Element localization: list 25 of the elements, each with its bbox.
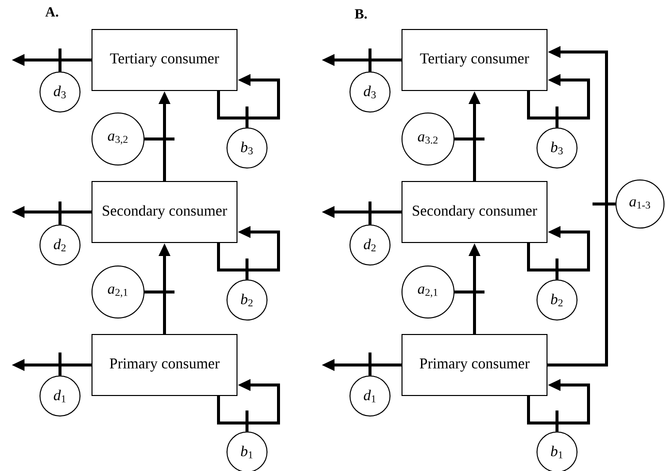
leader-line	[454, 138, 484, 140]
leader-line	[246, 106, 248, 128]
consumer-box: Primary consumer	[402, 334, 548, 396]
leader-line	[58, 352, 62, 376]
leader-line	[144, 290, 174, 294]
leader-line	[58, 48, 62, 72]
leader-line	[556, 258, 558, 280]
leader-line	[368, 352, 372, 376]
leader-line	[592, 202, 616, 206]
leader-line	[144, 138, 174, 140]
leader-line	[556, 410, 558, 432]
leader-line	[246, 258, 248, 280]
panel-label: B.	[354, 9, 367, 19]
leader-line	[454, 290, 484, 294]
leader-line	[556, 106, 558, 128]
leader-line	[246, 410, 248, 432]
leader-line	[368, 202, 372, 224]
panel-label: A.	[45, 7, 58, 17]
leader-line	[368, 48, 372, 72]
consumer-box: Primary consumer	[92, 334, 238, 396]
consumer-box: Secondary consumer	[402, 181, 548, 243]
consumer-box: Tertiary consumer	[402, 29, 548, 91]
consumer-box: Secondary consumer	[92, 181, 238, 243]
consumer-box: Tertiary consumer	[92, 29, 238, 91]
leader-line	[58, 202, 62, 224]
